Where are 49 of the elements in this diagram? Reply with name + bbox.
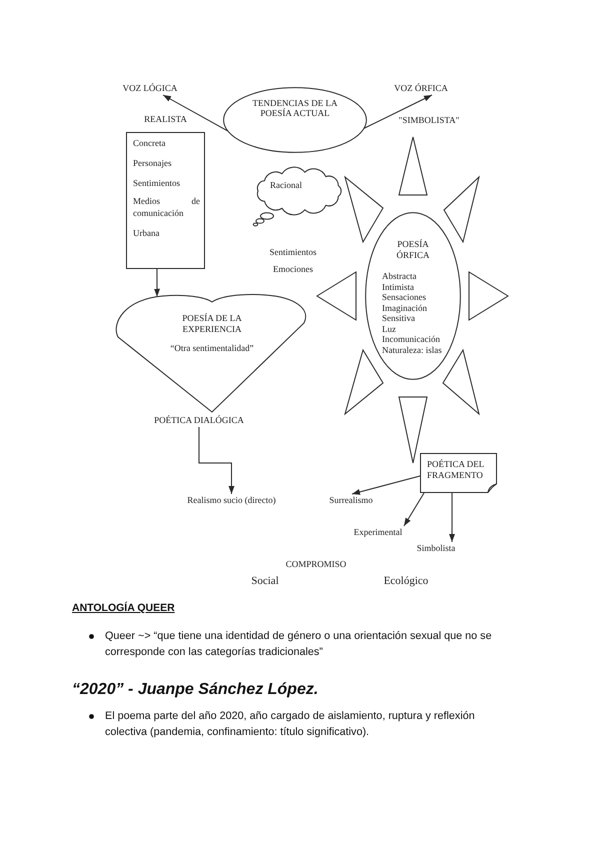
node-title: POESÍA ÓRFICA — [395, 239, 430, 260]
oval-shape — [223, 87, 367, 153]
keyword-label: Emociones — [272, 263, 314, 275]
arrow — [449, 492, 456, 542]
poem-heading: “2020” - Juanpe Sánchez López. — [72, 680, 318, 700]
arrow — [352, 476, 420, 495]
keyword-label: Sentimientos — [268, 246, 318, 258]
heart-shape — [115, 293, 307, 414]
category-label: "SIMBOLISTA" — [398, 114, 460, 126]
list-item: Medios de comunicación — [133, 195, 200, 219]
node-title: POÉTICA DEL FRAGMENTO — [427, 459, 485, 481]
oval-shape — [365, 212, 461, 380]
list-item: Imaginación — [382, 302, 428, 313]
category-label: VOZ ÓRFICA — [390, 81, 452, 95]
term-label: Simbolista — [414, 542, 458, 555]
note-shape — [420, 453, 497, 493]
bullet-text: Queer ~> “que tiene una identidad de género o una orientación sexual que no se corresponde con las categorías tradicionales” — [105, 629, 493, 660]
arrow — [363, 94, 432, 129]
node-subtitle: “Otra sentimentalidad” — [169, 343, 255, 354]
list-item: Concreta — [133, 136, 166, 148]
arrow — [198, 426, 234, 494]
category-label: COMPROMISO — [284, 558, 348, 570]
category-label: POÉTICA DIALÓGICA — [150, 414, 248, 427]
list-item: Sensitiva — [382, 313, 416, 324]
keyword-label: Ecológico — [382, 574, 430, 588]
category-label: VOZ LÓGICA — [120, 81, 180, 95]
list-item: Sensaciones — [382, 292, 427, 302]
term-label: Experimental — [350, 526, 406, 539]
list-item: Luz — [382, 324, 397, 334]
list-item: Sentimientos — [133, 176, 181, 188]
node-title: TENDENCIAS DE LA POESÍA ACTUAL — [252, 98, 338, 118]
term-label: Realismo sucio (directo) — [183, 494, 280, 507]
list-item: Urbana — [133, 227, 160, 239]
arrow — [403, 492, 424, 526]
list-item: Intimista — [382, 282, 415, 292]
node-title: Racional — [270, 179, 303, 191]
panel-heading: REALISTA — [143, 113, 188, 125]
node-title: POESÍA DE LA EXPERIENCIA — [181, 313, 243, 335]
list-item: Personajes — [133, 156, 172, 168]
list-item: Abstracta — [382, 271, 418, 282]
keyword-label: Social — [250, 574, 280, 588]
term-label: Surrealismo — [326, 494, 376, 507]
arrow — [162, 94, 228, 132]
bullet-text: El poema parte del año 2020, año cargado de aislamiento, ruptura y reflexión colectiva (pandemia, confinamiento: título significativo). — [105, 709, 476, 740]
section-heading: ANTOLOGÍA QUEER — [72, 601, 175, 615]
list-item: Incomunicación — [382, 334, 441, 344]
list-item: Naturaleza: islas — [382, 344, 443, 355]
arrow — [154, 268, 160, 298]
thought-cloud — [252, 168, 344, 228]
